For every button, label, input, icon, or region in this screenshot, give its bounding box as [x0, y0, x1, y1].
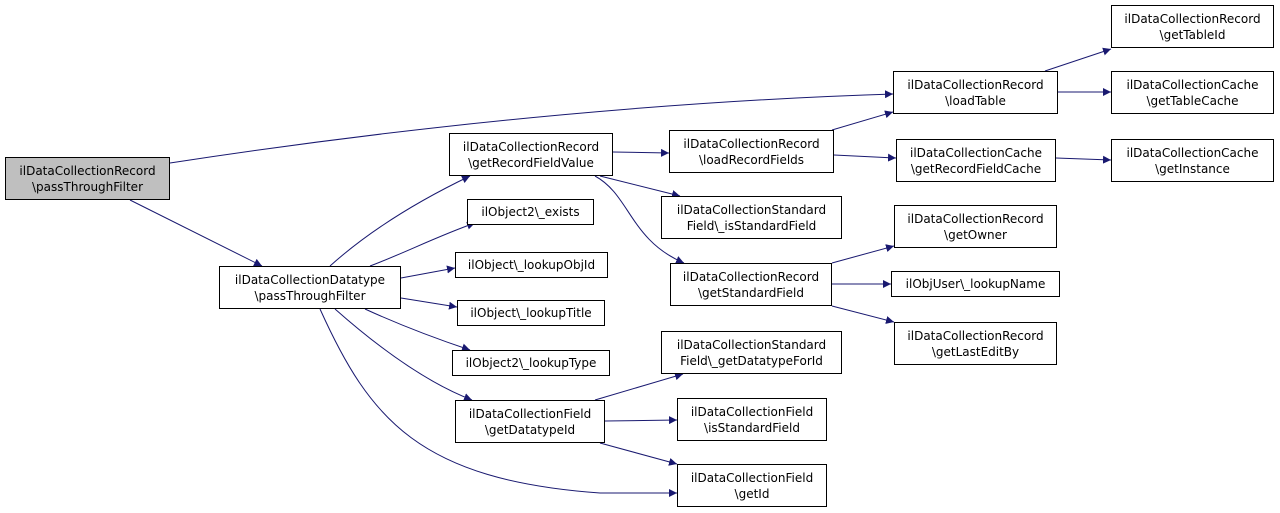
node-label-line2: \isStandardField — [704, 420, 800, 435]
node-label-line1: ilDataCollectionRecord — [683, 136, 820, 151]
node-label-line2: \getRecordFieldCache — [910, 161, 1042, 176]
node-n7[interactable]: ilDataCollectionField\getDatatypeId — [455, 400, 605, 443]
node-label-line2: \passThroughFilter — [31, 179, 143, 194]
node-label-line1: ilObject\_lookupObjId — [467, 258, 596, 272]
edge-n15-n21 — [1055, 155, 1112, 164]
node-n20[interactable]: ilDataCollectionCache\getTableCache — [1111, 71, 1274, 114]
edge-n1-n4 — [400, 265, 456, 279]
node-n14[interactable]: ilDataCollectionRecord\loadTable — [893, 71, 1058, 114]
node-label-line1: ilDataCollectionRecord — [907, 77, 1044, 92]
node-label-line2: \passThroughFilter — [254, 288, 366, 303]
node-n3[interactable]: ilObject2\_exists — [467, 199, 594, 225]
node-label-line1: ilDataCollectionField — [690, 404, 814, 419]
node-n13[interactable]: ilDataCollectionField\getId — [677, 464, 827, 507]
node-label-line2: Field\_getDatatypeForId — [680, 353, 823, 368]
node-label-line1: ilObject2\_lookupType — [465, 356, 597, 370]
node-label-line2: \getTableCache — [1146, 93, 1239, 108]
node-label-line1: ilDataCollectionStandard — [676, 202, 827, 217]
node-label-line1: ilDataCollectionRecord — [907, 328, 1044, 343]
node-label-line2: \getTableId — [1159, 27, 1226, 42]
node-label-line1: ilDataCollectionField — [468, 406, 592, 421]
edge-n0-n14 — [169, 90, 894, 164]
edge-n1-n3 — [369, 221, 476, 267]
node-label-line1: ilDataCollectionCache — [910, 145, 1042, 160]
node-n0[interactable]: ilDataCollectionRecord\passThroughFilter — [5, 157, 170, 200]
edge-n10-n16 — [831, 244, 895, 264]
edge-n2-n10 — [594, 175, 685, 264]
node-label-line2: \getId — [734, 486, 770, 501]
node-label-line1: ilDataCollectionField — [690, 470, 814, 485]
node-n2[interactable]: ilDataCollectionRecord\getRecordFieldVal… — [449, 133, 613, 176]
edge-n1-n6 — [364, 308, 471, 352]
node-label-line2: \getStandardField — [697, 285, 805, 300]
node-label-line1: ilDataCollectionRecord — [19, 163, 156, 178]
edge-n10-n18 — [831, 305, 895, 324]
node-n10[interactable]: ilDataCollectionRecord\getStandardField — [670, 263, 832, 306]
edge-n2-n9 — [599, 175, 681, 198]
node-label-line1: ilDataCollectionStandard — [676, 337, 827, 352]
node-label-line1: ilDataCollectionRecord — [462, 139, 600, 154]
edge-n1-n2 — [329, 175, 471, 267]
edge-n0-n1 — [129, 199, 263, 267]
edge-n1-n5 — [400, 297, 458, 310]
node-n6[interactable]: ilObject2\_lookupType — [452, 350, 610, 376]
node-n8[interactable]: ilDataCollectionRecord\loadRecordFields — [669, 130, 834, 173]
edge-n1-n13 — [319, 308, 677, 497]
edge-n8-n14 — [831, 110, 894, 131]
node-n4[interactable]: ilObject\_lookupObjId — [455, 252, 608, 278]
edge-n2-n8 — [612, 148, 670, 157]
node-label-line2: \loadTable — [945, 93, 1006, 108]
edge-n7-n11 — [594, 372, 684, 401]
node-label-line1: ilDataCollectionDatatype — [234, 272, 386, 287]
node-label-line1: ilDataCollectionRecord — [682, 269, 820, 284]
node-label-line1: ilDataCollectionRecord — [1124, 11, 1261, 26]
node-n12[interactable]: ilDataCollectionField\isStandardField — [677, 398, 827, 441]
node-label-line2: \getDatatypeId — [484, 422, 576, 437]
node-n19[interactable]: ilDataCollectionRecord\getTableId — [1111, 5, 1274, 48]
node-label-line2: \getLastEditBy — [931, 344, 1020, 359]
edge-n14-n19 — [1044, 47, 1112, 72]
node-label-line2: \getInstance — [1155, 161, 1230, 176]
node-label-line1: ilDataCollectionRecord — [907, 211, 1044, 226]
node-n18[interactable]: ilDataCollectionRecord\getLastEditBy — [894, 322, 1057, 365]
edge-n7-n13 — [599, 442, 678, 466]
node-label-line2: Field\_isStandardField — [686, 218, 817, 233]
node-label-line2: \getOwner — [944, 227, 1007, 242]
node-label-line2: \getRecordFieldValue — [468, 155, 594, 170]
node-n17[interactable]: ilObjUser\_lookupName — [891, 271, 1060, 297]
node-n21[interactable]: ilDataCollectionCache\getInstance — [1111, 139, 1274, 182]
node-label-line2: \loadRecordFields — [698, 152, 805, 167]
node-label-line1: ilObject2\_exists — [481, 205, 580, 219]
node-label-line1: ilObjUser\_lookupName — [905, 277, 1046, 291]
node-n15[interactable]: ilDataCollectionCache\getRecordFieldCach… — [896, 139, 1056, 182]
edge-n8-n15 — [833, 153, 897, 162]
node-label-line1: ilDataCollectionCache — [1126, 145, 1259, 160]
node-n1[interactable]: ilDataCollectionDatatype\passThroughFilt… — [219, 266, 401, 309]
edge-n7-n12 — [604, 416, 678, 425]
node-n5[interactable]: ilObject\_lookupTitle — [457, 300, 605, 326]
node-label-line1: ilDataCollectionCache — [1126, 77, 1259, 92]
node-label-line1: ilObject\_lookupTitle — [470, 306, 592, 320]
edge-n1-n7 — [334, 308, 473, 401]
node-n16[interactable]: ilDataCollectionRecord\getOwner — [894, 205, 1057, 248]
